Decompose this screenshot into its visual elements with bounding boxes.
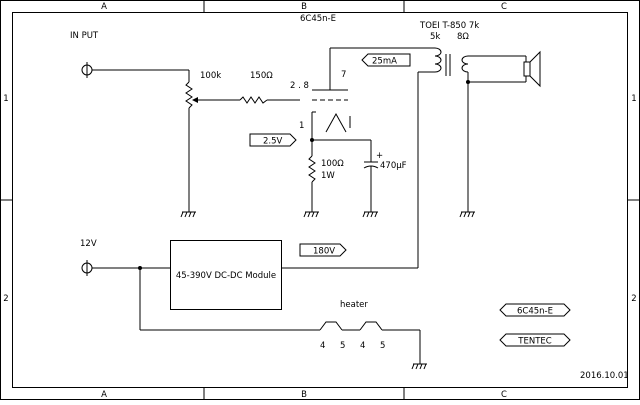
input-label: IN PUT — [70, 31, 99, 41]
date-label: 2016.10.01 — [580, 371, 629, 381]
grid-resistor-label: 150Ω — [250, 71, 273, 81]
tube-label: 6C45n-E — [300, 14, 336, 24]
tag-hv: 180V — [299, 243, 347, 257]
heater-filaments — [319, 321, 421, 364]
frame-row-1-left: 1 — [3, 94, 8, 104]
supply-jack — [81, 260, 320, 331]
heater-pin-4: 5 — [380, 341, 385, 351]
heater-pin-2: 5 — [340, 341, 345, 351]
heater-label: heater — [340, 300, 368, 310]
pin-plate-label: 7 — [341, 70, 346, 80]
pin-cathode-label: 1 — [299, 121, 304, 131]
module-label: 45-390V DC-DC Module — [176, 271, 276, 281]
cathode-resistor — [308, 140, 316, 212]
cathode-resistor-power: 1W — [321, 171, 335, 181]
frame-col-c-bottom: C — [501, 390, 507, 400]
frame-col-a-top: A — [101, 2, 107, 12]
ground-cathode — [303, 211, 319, 218]
pin-grid-label: 2 . 8 — [290, 81, 309, 91]
tag-current: 25mA — [361, 53, 411, 67]
tx-secondary-label: 8Ω — [457, 32, 469, 42]
frame-col-b-bottom: B — [301, 390, 307, 400]
heater-pin-3: 4 — [360, 341, 365, 351]
cathode-node — [310, 138, 371, 142]
speaker-icon — [523, 50, 541, 88]
ground-heater — [411, 363, 427, 370]
frame-row-2-right: 2 — [631, 294, 636, 304]
frame-col-b-top: B — [301, 2, 307, 12]
cap-label: 470μF — [380, 161, 407, 171]
grid-stopper-resistor — [239, 96, 300, 104]
svg-text:180V: 180V — [313, 247, 335, 257]
ground-input — [180, 211, 196, 218]
svg-text:+: + — [376, 151, 383, 161]
dc-dc-module — [170, 240, 418, 310]
frame-col-c-top: C — [501, 2, 507, 12]
triode-tube — [311, 47, 427, 140]
author-tag: TENTEC — [499, 333, 571, 347]
heater-pin-1: 4 — [320, 341, 325, 351]
frame-row-2-left: 2 — [3, 294, 8, 304]
ground-transformer — [459, 211, 475, 218]
bypass-capacitor: + — [363, 140, 383, 212]
svg-text:2.5V: 2.5V — [263, 137, 283, 147]
input-jack — [81, 62, 189, 78]
volume-potentiometer — [185, 70, 240, 212]
svg-text:25mA: 25mA — [372, 57, 397, 67]
frame-row-1-right: 1 — [631, 94, 636, 104]
output-transformer — [417, 47, 526, 268]
cathode-resistor-value: 100Ω — [321, 159, 344, 169]
tx-primary-label: 5k — [430, 32, 440, 42]
svg-text:TENTEC: TENTEC — [517, 337, 551, 347]
tag-cathode-voltage: 2.5V — [249, 133, 297, 147]
svg-text:6C45n-E: 6C45n-E — [517, 307, 553, 317]
ground-cap — [362, 211, 378, 218]
pot-label: 100k — [200, 71, 221, 81]
transformer-label: TOEI T-850 7k — [419, 21, 479, 31]
title-tube-tag: 6C45n-E — [499, 303, 571, 317]
frame-col-a-bottom: A — [101, 390, 107, 400]
supply-label: 12V — [80, 239, 97, 249]
